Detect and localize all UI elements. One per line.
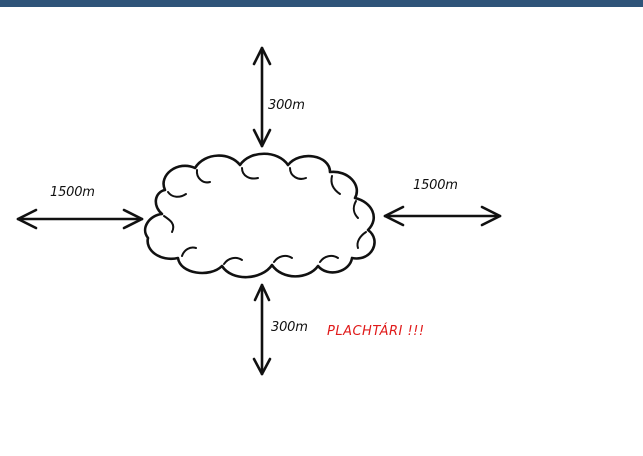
warning-note: PLACHTÁRI !!!: [327, 324, 425, 339]
label-top: 300m: [268, 98, 305, 113]
double-arrow-icon-top: [252, 46, 272, 148]
diagram-canvas: [16, 46, 502, 376]
cloud-icon: [143, 152, 376, 279]
label-right: 1500m: [413, 178, 458, 193]
double-arrow-icon-right: [383, 205, 502, 227]
label-bottom: 300m: [271, 320, 308, 335]
label-left: 1500m: [50, 185, 95, 200]
double-arrow-icon-bottom: [252, 283, 272, 376]
double-arrow-icon-left: [16, 208, 144, 230]
top-bar: [0, 0, 643, 7]
